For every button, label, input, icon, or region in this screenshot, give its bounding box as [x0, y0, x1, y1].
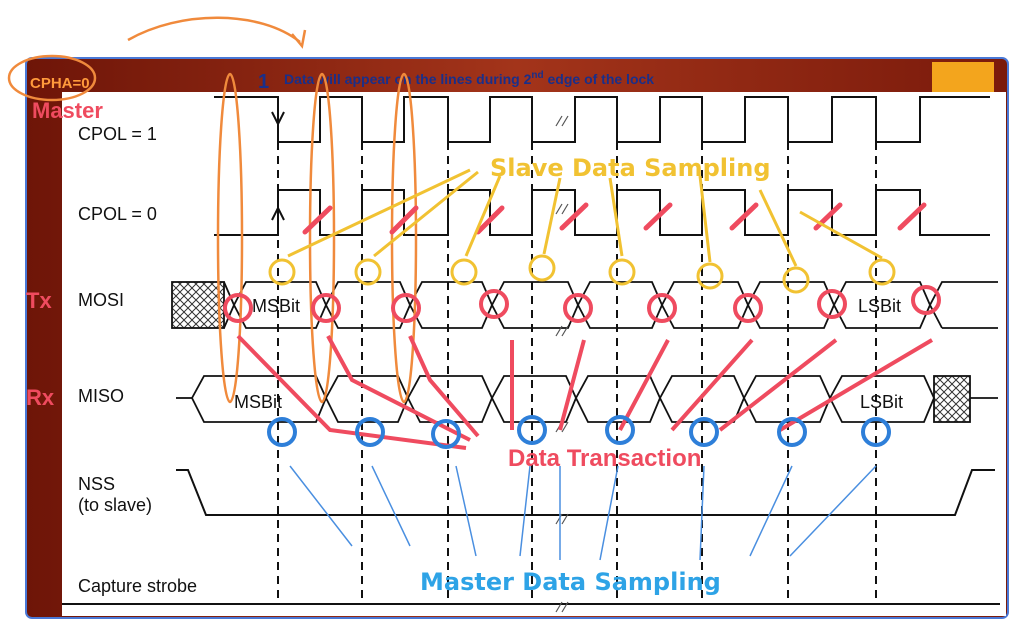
- break-mark: [555, 203, 569, 215]
- cpha-label: CPHA=0: [30, 75, 90, 92]
- red-slash-marks: [302, 202, 927, 235]
- mosi-label: MOSI: [78, 290, 124, 310]
- orange-ellipse: [216, 72, 244, 404]
- orange-ellipse: [308, 72, 336, 404]
- mosi-bus: [171, 281, 998, 329]
- miso-hatch-idle: [933, 375, 971, 423]
- master-sampling-marks: [267, 415, 891, 449]
- mosi-bus-outline: [223, 281, 998, 329]
- orange-ellipse: [390, 72, 418, 404]
- mosi-lsbit: LSBit: [858, 296, 901, 316]
- step-number: 1: [258, 71, 269, 93]
- miso-msbit: MSBit: [234, 392, 282, 412]
- cpol1-edge-arrow: [271, 111, 285, 127]
- miso-lsbit: LSBit: [860, 392, 903, 412]
- master-sampling-label: Master Data Sampling: [420, 568, 721, 596]
- edge-highlight-ellipses: [216, 72, 418, 404]
- cpol0-edge-arrow: [271, 205, 285, 221]
- master-sampling-arrows: [289, 465, 877, 561]
- miso-bus-outline: [191, 375, 935, 423]
- curved-arrow: [127, 16, 301, 43]
- rx-label: Rx: [26, 385, 55, 410]
- data-transaction-marks: [223, 285, 941, 450]
- mosi-hatch-idle: [171, 281, 225, 329]
- miso-bus: [176, 375, 998, 423]
- nss-label: NSS: [78, 474, 115, 494]
- curved-arrow-head: [291, 29, 307, 49]
- data-transaction-label: Data Transaction: [508, 445, 701, 472]
- slave-sampling-marks: [268, 168, 896, 294]
- break-mark: [555, 325, 569, 337]
- caption-end: edge of the lock: [544, 71, 655, 87]
- break-mark: [555, 513, 569, 525]
- cpol1-waveform: [214, 96, 990, 143]
- cpha-highlight-ellipse: [7, 54, 97, 102]
- cpol1-label: CPOL = 1: [78, 124, 157, 144]
- break-mark: [555, 601, 569, 613]
- miso-label: MISO: [78, 386, 124, 406]
- mosi-msbit: MSBit: [252, 296, 300, 316]
- orange-corner-box: [932, 62, 994, 92]
- nss-sub-label: (to slave): [78, 495, 152, 515]
- caption-sup: nd: [531, 70, 543, 81]
- header-caption: Data will appear on the lines during 2nd…: [284, 70, 654, 87]
- tx-label: Tx: [26, 288, 52, 313]
- cpol0-label: CPOL = 0: [78, 204, 157, 224]
- break-mark: [555, 115, 569, 127]
- slave-sampling-label: Slave Data Sampling: [490, 154, 771, 182]
- nss-waveform: [176, 469, 995, 516]
- slide-border: [25, 57, 1009, 619]
- capture-label: Capture strobe: [78, 576, 197, 596]
- master-label: Master: [32, 98, 103, 123]
